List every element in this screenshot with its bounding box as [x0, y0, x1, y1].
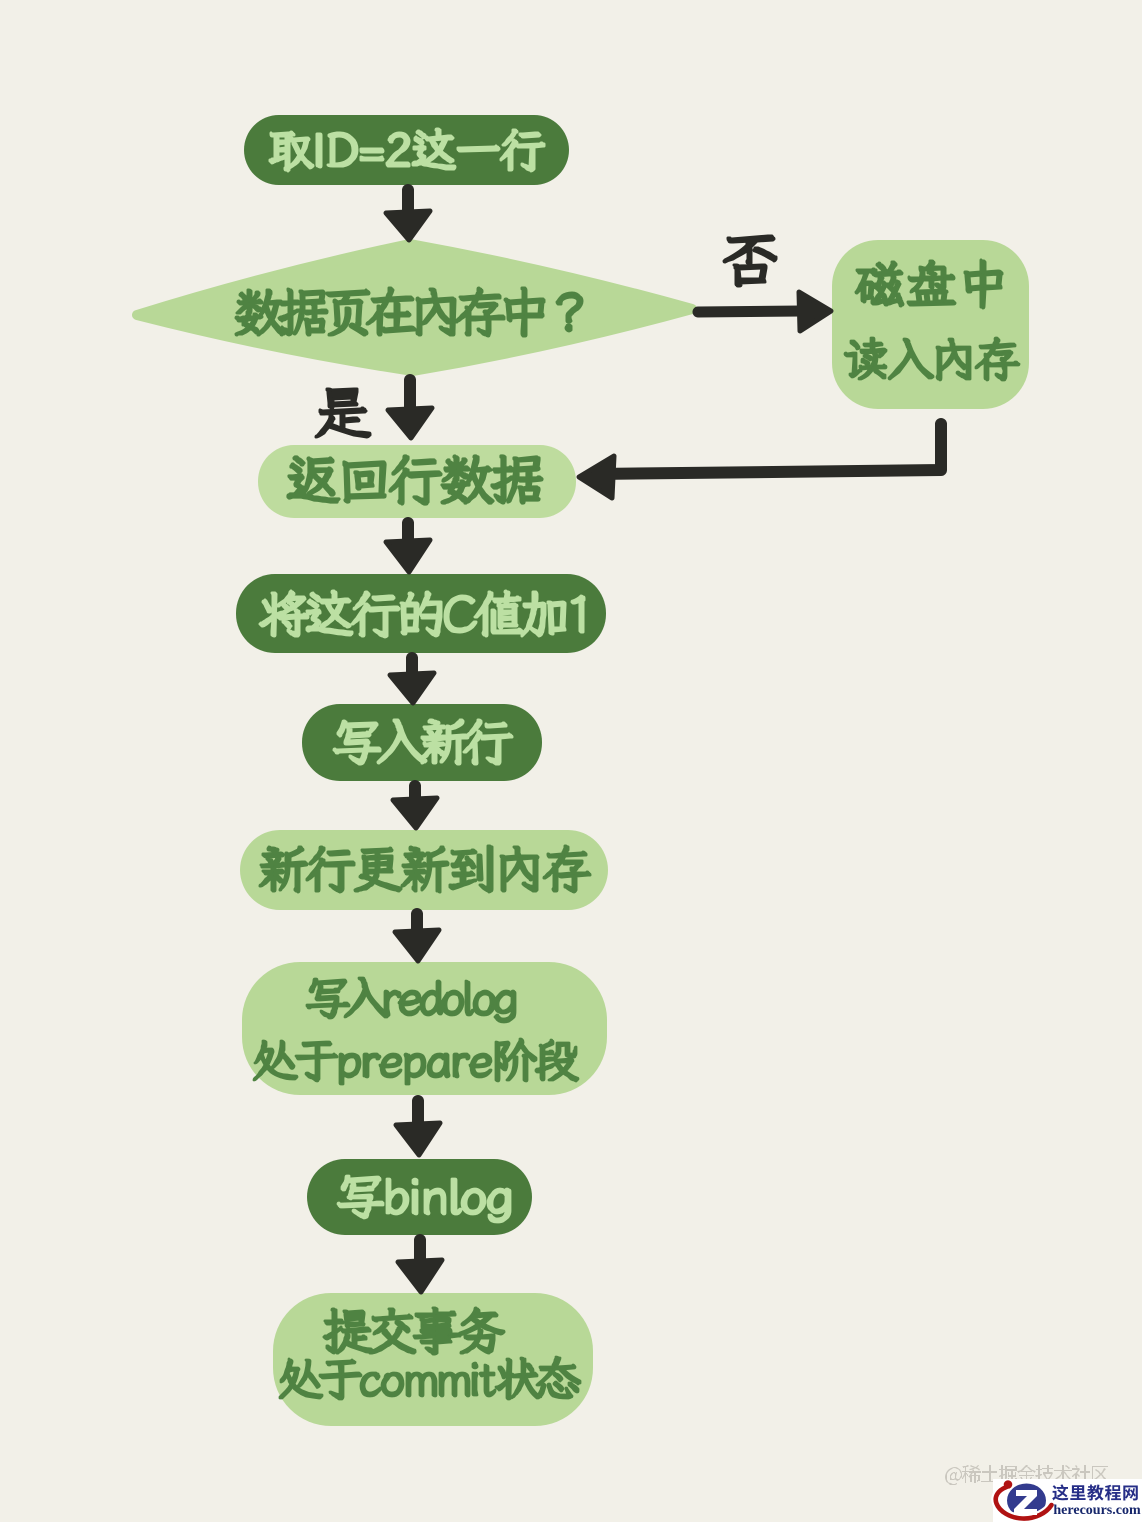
svg-text:herecours.com: herecours.com — [1053, 1503, 1141, 1518]
